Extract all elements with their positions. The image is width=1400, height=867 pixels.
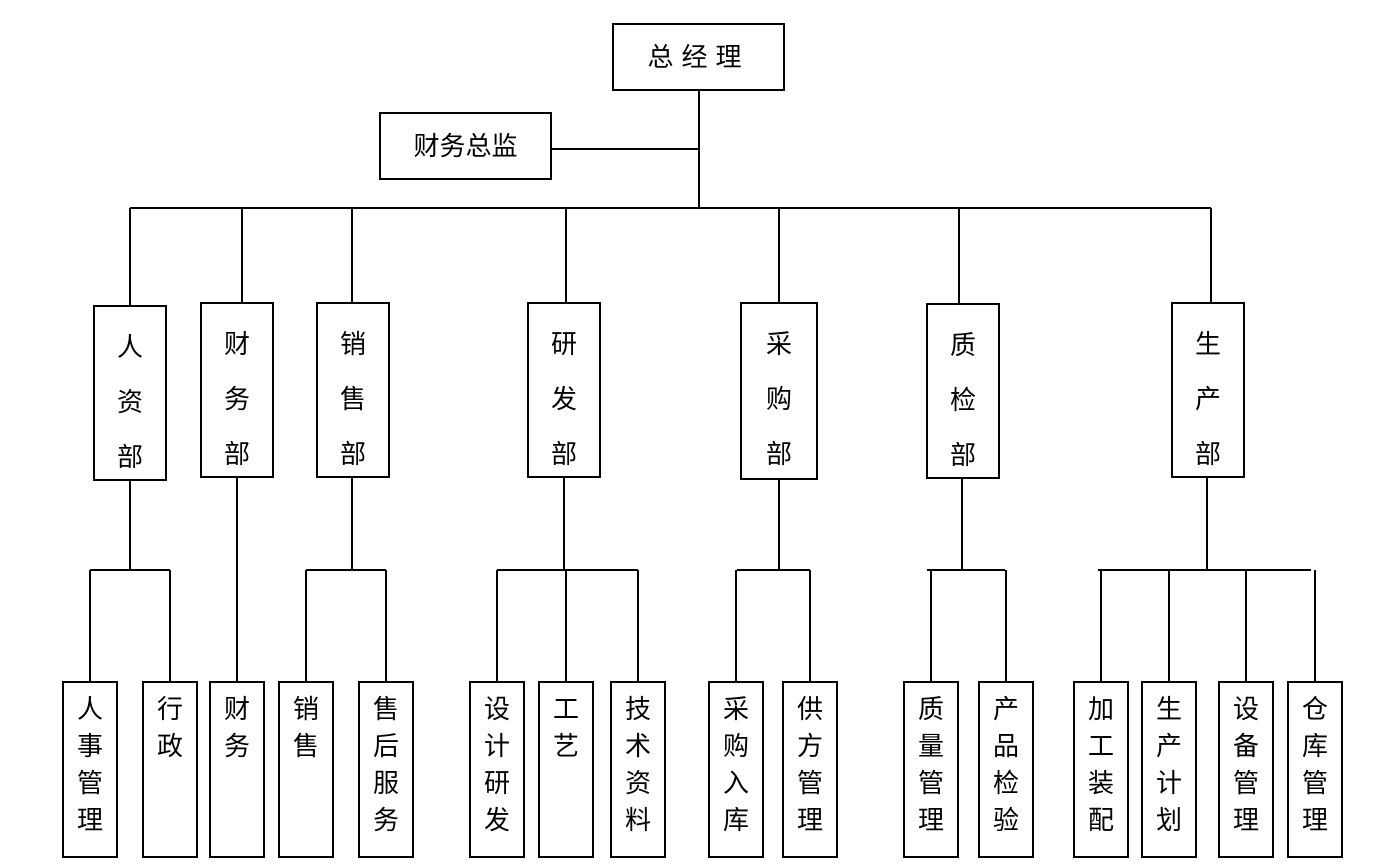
ceo-node: 总经理	[612, 23, 785, 91]
ceo-node-box	[612, 23, 785, 91]
department-node-box	[740, 302, 818, 480]
sub-unit-node-box	[278, 681, 334, 858]
department-node-label: 人资部	[117, 333, 143, 473]
sub-unit-node-box	[209, 681, 265, 858]
sub-unit-node-label: 财务	[224, 695, 250, 762]
sub-unit-node-label: 加工装配	[1088, 695, 1114, 836]
sub-unit-node-box	[610, 681, 666, 858]
department-node: 人资部	[93, 305, 167, 481]
department-node-box	[93, 305, 167, 481]
sub-unit-node-label: 技术资料	[625, 695, 651, 836]
cfo-node: 财务总监	[379, 112, 552, 180]
department-node-label: 研发部	[551, 330, 577, 470]
department-node: 销售部	[316, 302, 390, 478]
sub-unit-node-box	[1141, 681, 1197, 858]
sub-unit-node: 采购入库	[708, 681, 764, 858]
department-node-box	[316, 302, 390, 478]
sub-unit-node-box	[903, 681, 959, 858]
department-node: 财务部	[200, 302, 274, 478]
sub-unit-node-label: 工艺	[553, 695, 579, 762]
connector-lines	[89, 90, 1316, 682]
department-node-box	[527, 302, 601, 478]
sub-unit-node-label: 售后服务	[373, 695, 399, 836]
department-node-label: 采购部	[766, 330, 792, 470]
sub-unit-node: 技术资料	[610, 681, 666, 858]
sub-unit-node: 产品检验	[978, 681, 1034, 858]
sub-unit-node: 财务	[209, 681, 265, 858]
cfo-node-box	[379, 112, 552, 180]
sub-unit-node: 行政	[142, 681, 198, 858]
sub-unit-node-label: 产品检验	[993, 695, 1019, 836]
sub-unit-node-box	[469, 681, 525, 858]
sub-unit-node-label: 生产计划	[1156, 695, 1182, 836]
sub-unit-node: 供方管理	[782, 681, 838, 858]
department-node-box	[200, 302, 274, 478]
department-node: 采购部	[740, 302, 818, 480]
sub-unit-node-box	[1218, 681, 1274, 858]
sub-unit-node-box	[1073, 681, 1129, 858]
sub-unit-node: 生产计划	[1141, 681, 1197, 858]
department-node: 生产部	[1171, 302, 1245, 478]
ceo-node-label: 总经理	[647, 43, 749, 73]
sub-unit-node-box	[62, 681, 118, 858]
sub-unit-node-box	[978, 681, 1034, 858]
department-node: 研发部	[527, 302, 601, 478]
department-node-label: 生产部	[1195, 330, 1221, 470]
sub-unit-node: 质量管理	[903, 681, 959, 858]
sub-unit-node-label: 人事管理	[77, 695, 103, 836]
sub-unit-node-box	[782, 681, 838, 858]
sub-unit-node-label: 行政	[157, 695, 183, 762]
sub-unit-node: 设备管理	[1218, 681, 1274, 858]
cfo-node-label: 财务总监	[413, 132, 517, 162]
sub-unit-node-label: 仓库管理	[1302, 695, 1328, 836]
sub-unit-node-box	[142, 681, 198, 858]
sub-unit-node: 仓库管理	[1287, 681, 1343, 858]
sub-unit-node-label: 设备管理	[1233, 695, 1259, 836]
sub-unit-node-box	[1287, 681, 1343, 858]
department-node-box	[926, 303, 1000, 479]
sub-unit-node: 人事管理	[62, 681, 118, 858]
sub-unit-node-box	[708, 681, 764, 858]
sub-unit-node: 加工装配	[1073, 681, 1129, 858]
department-node-box	[1171, 302, 1245, 478]
sub-unit-node: 售后服务	[358, 681, 414, 858]
sub-unit-node-label: 质量管理	[918, 695, 944, 836]
department-node-label: 财务部	[224, 330, 250, 470]
sub-unit-node: 工艺	[538, 681, 594, 858]
sub-unit-node-box	[358, 681, 414, 858]
department-node-label: 销售部	[340, 330, 366, 470]
sub-unit-node-label: 采购入库	[723, 695, 749, 836]
department-node: 质检部	[926, 303, 1000, 479]
sub-unit-node-box	[538, 681, 594, 858]
sub-unit-node-label: 供方管理	[797, 695, 823, 836]
sub-unit-node-label: 设计研发	[484, 695, 510, 836]
department-node-label: 质检部	[950, 331, 976, 471]
sub-unit-node: 销售	[278, 681, 334, 858]
sub-unit-node-label: 销售	[293, 695, 319, 762]
sub-unit-node: 设计研发	[469, 681, 525, 858]
